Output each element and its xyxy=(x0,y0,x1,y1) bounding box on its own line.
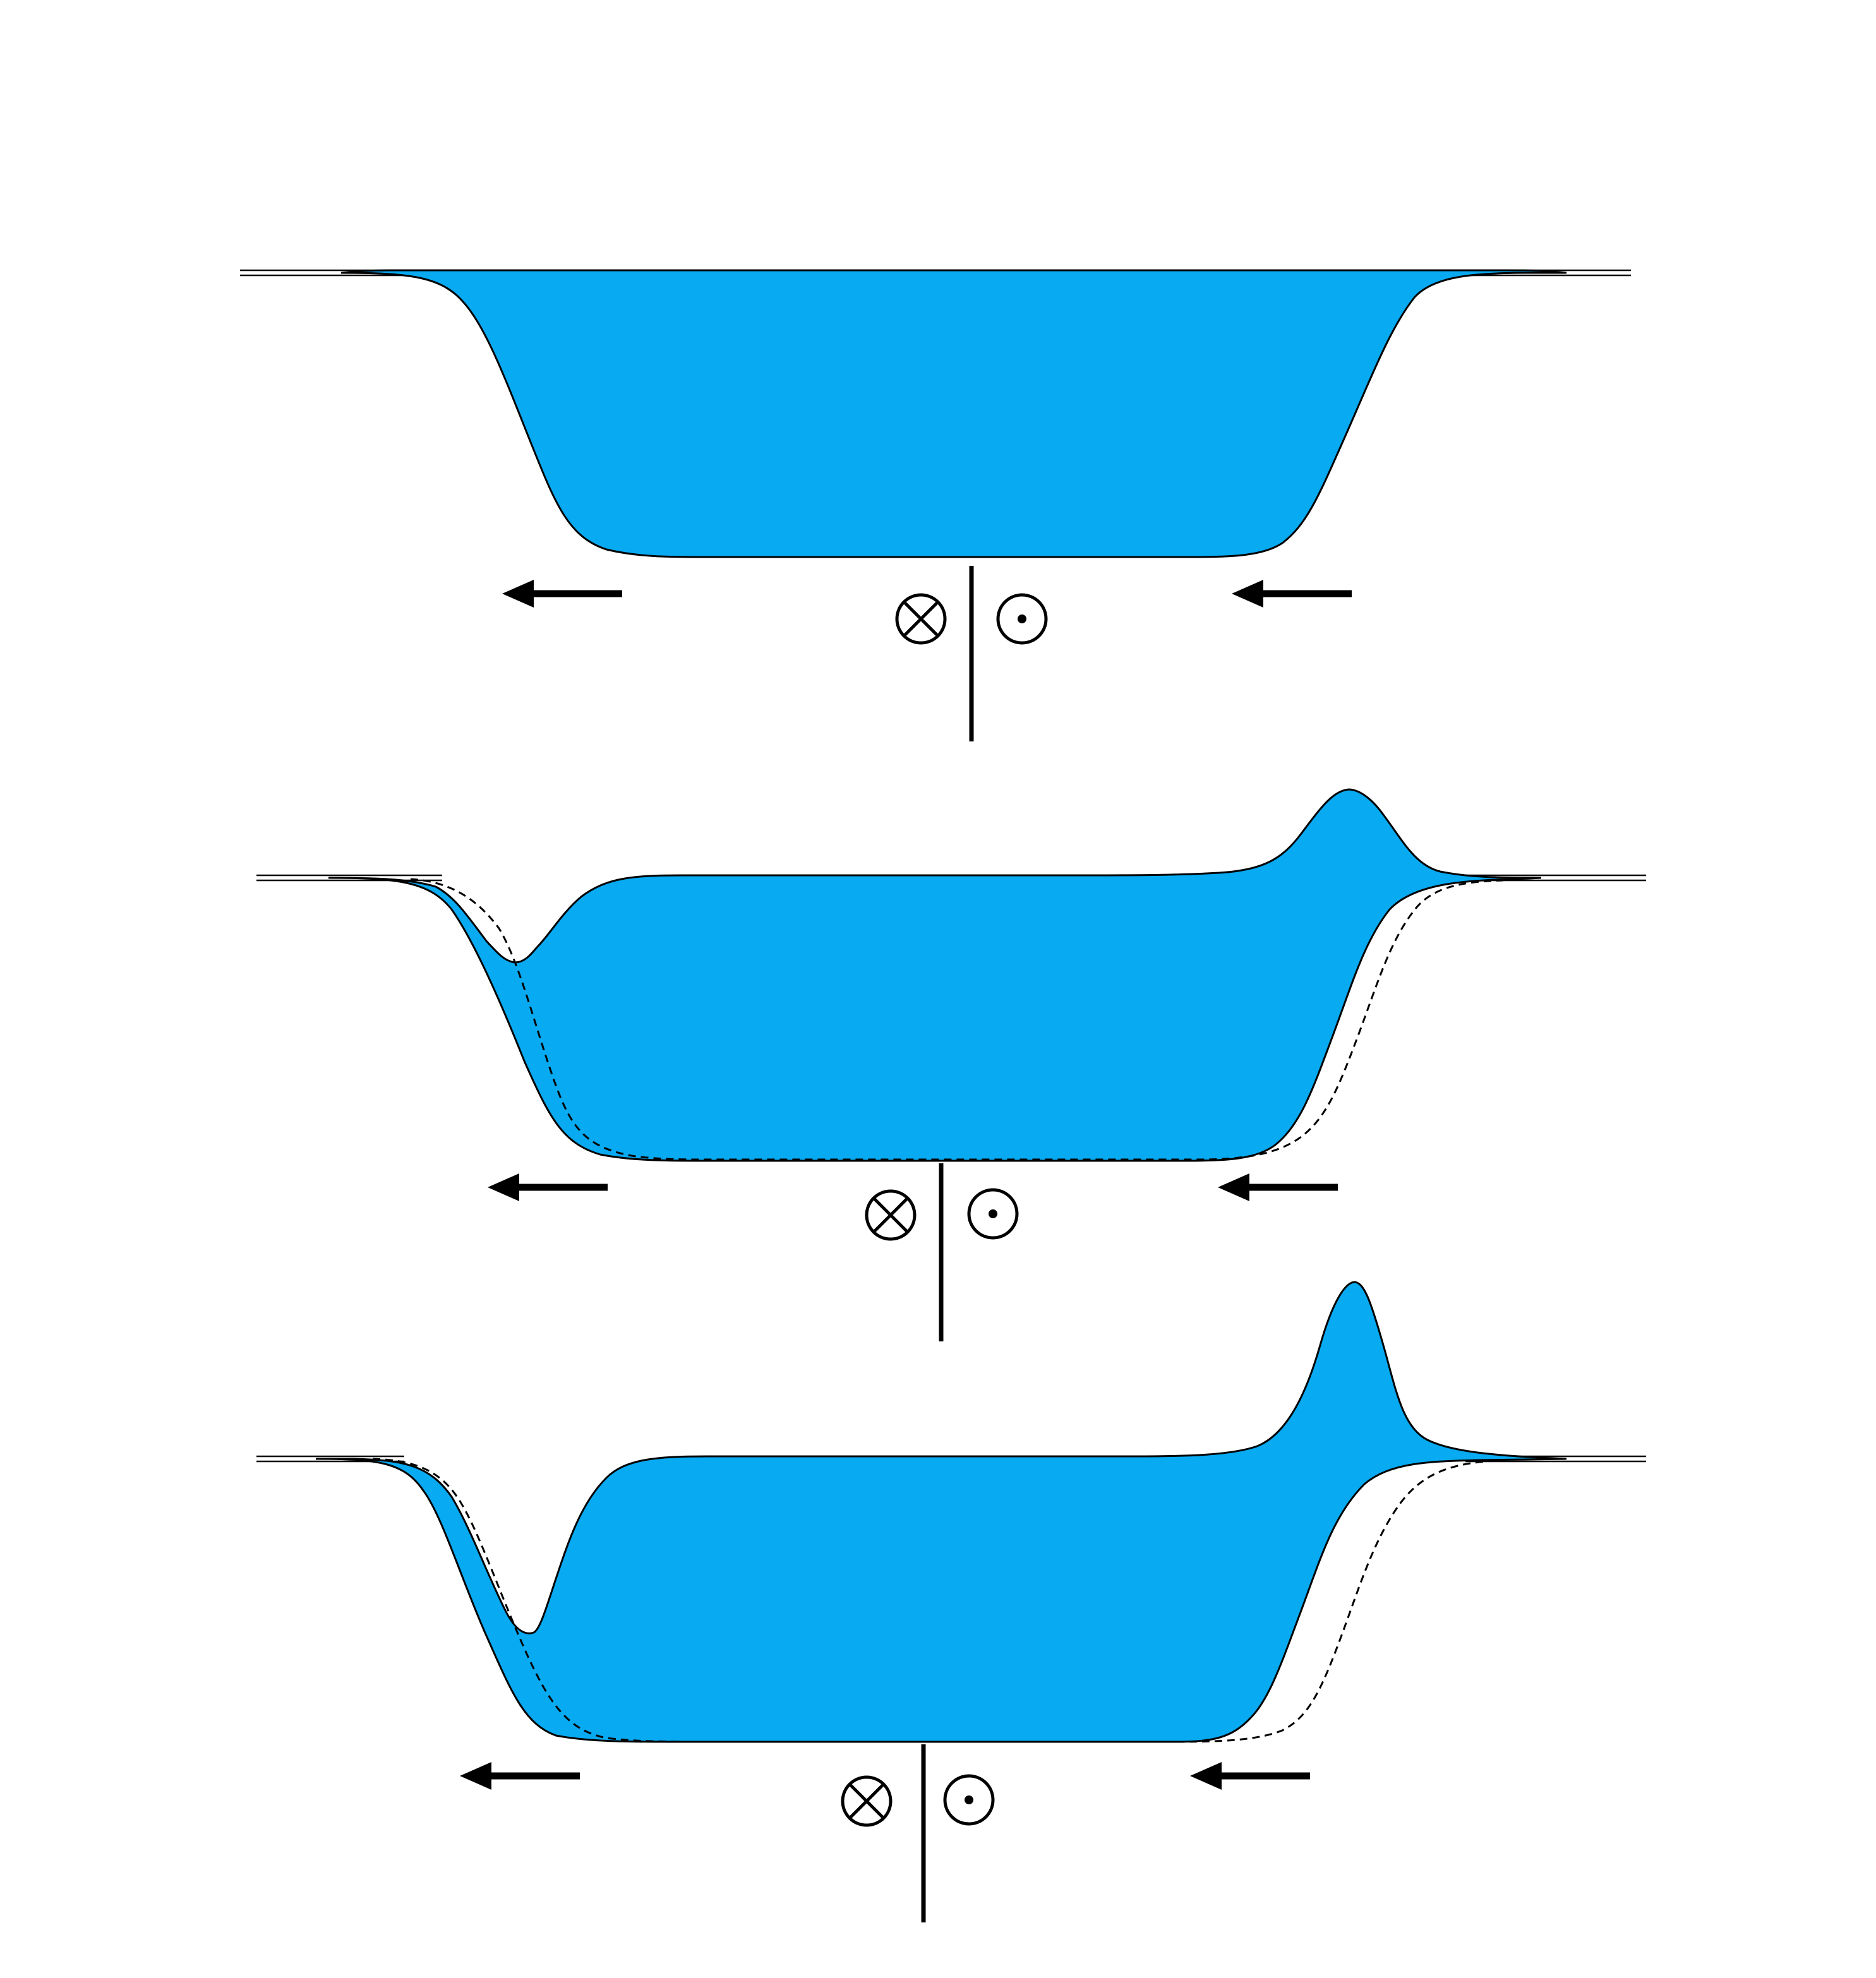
left-arrow-icon xyxy=(1190,1762,1310,1790)
left-arrow-icon xyxy=(502,580,622,608)
circle-dot-icon xyxy=(967,1188,1019,1240)
circle-cross-icon xyxy=(865,1189,917,1241)
original-profile-dashed xyxy=(372,1458,1504,1743)
left-arrow-icon xyxy=(488,1173,608,1201)
left-arrow-icon xyxy=(460,1762,580,1790)
left-arrow-icon xyxy=(1218,1173,1338,1201)
circle-dot-icon xyxy=(996,593,1048,645)
left-arrow-icon xyxy=(1232,580,1352,608)
trough-profile xyxy=(315,1281,1567,1743)
circle-cross-icon xyxy=(895,593,947,645)
circle-dot-icon xyxy=(943,1774,995,1826)
trough-profile xyxy=(340,269,1567,558)
original-profile-dashed xyxy=(410,878,1504,1161)
circle-cross-icon xyxy=(841,1775,893,1827)
panel-2 xyxy=(256,788,1646,1341)
panel-1 xyxy=(240,269,1631,741)
trough-profile xyxy=(328,788,1542,1162)
panel-3 xyxy=(256,1281,1646,1922)
